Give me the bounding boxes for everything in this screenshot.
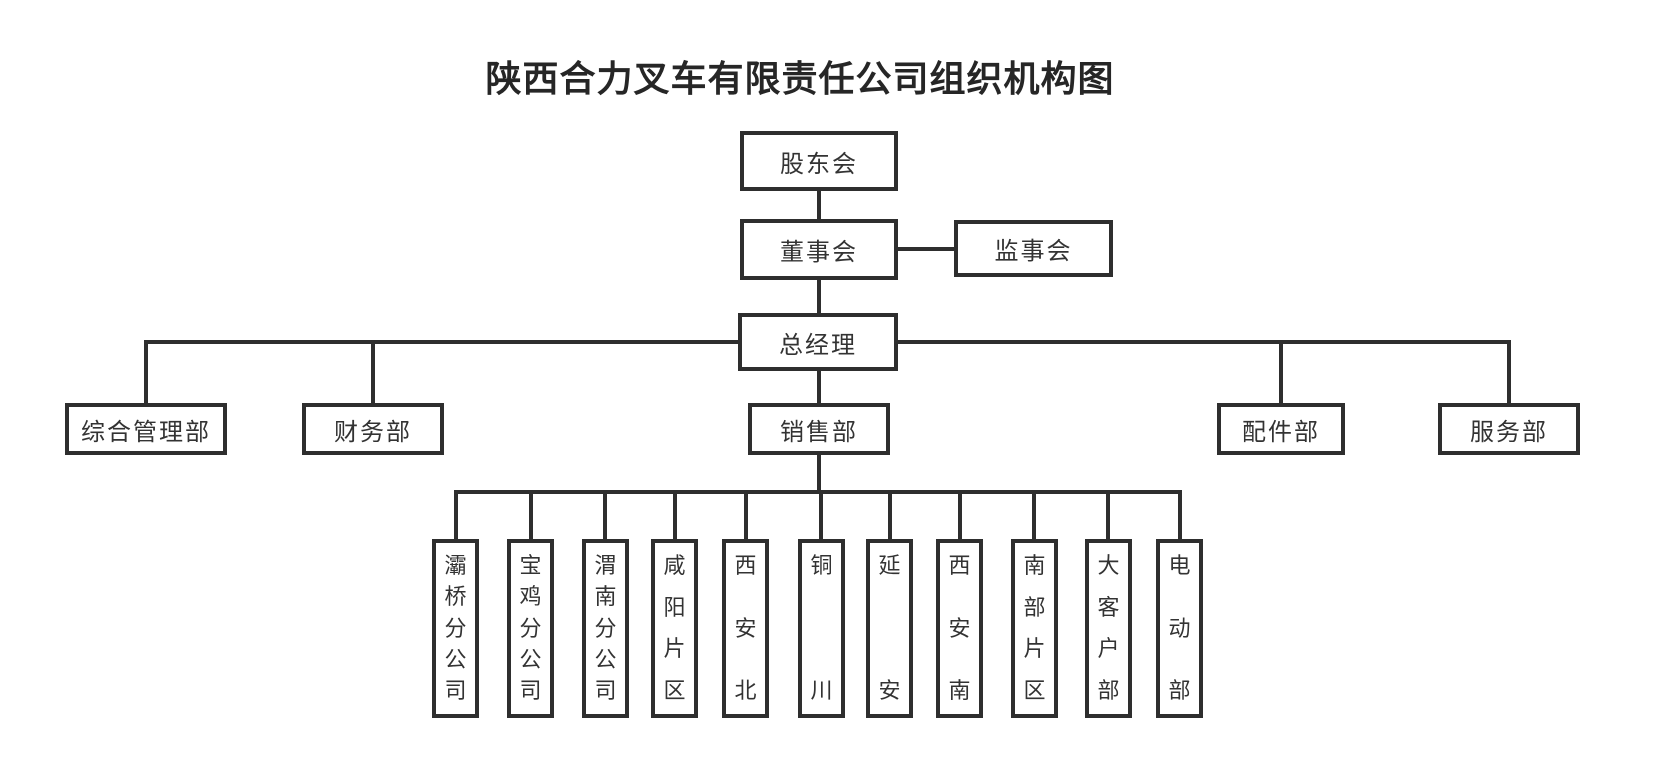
sales-unit-label: 西安北 [734, 553, 757, 703]
node-sales-unit-electric: 电动部 [1156, 539, 1203, 718]
connector-drop-unit-6 [819, 490, 823, 539]
connector-drop-unit-8 [958, 490, 962, 539]
node-shareholders: 股东会 [740, 131, 898, 191]
node-sales-unit-south-region: 南部片区 [1011, 539, 1058, 718]
node-dept-sales: 销售部 [748, 403, 890, 455]
sales-unit-label: 灞桥分公司 [444, 553, 467, 703]
node-sales-unit-xianyang: 咸阳片区 [651, 539, 698, 718]
connector-drop-service [1507, 340, 1511, 403]
connector-shareholders-board [817, 191, 821, 219]
connector-gm-sales [817, 371, 821, 403]
connector-drop-unit-9 [1032, 490, 1036, 539]
node-dept-admin: 综合管理部 [65, 403, 227, 455]
connector-gm-right-branch [898, 340, 1511, 344]
node-supervisory-board: 监事会 [954, 220, 1113, 277]
connector-drop-unit-11 [1178, 490, 1182, 539]
connector-drop-unit-1 [454, 490, 458, 539]
connector-board-supervisory [898, 247, 954, 251]
node-board-of-directors: 董事会 [740, 219, 898, 280]
sales-unit-label: 电动部 [1168, 553, 1191, 703]
sales-unit-label: 西安南 [948, 553, 971, 703]
connector-drop-unit-7 [888, 490, 892, 539]
node-sales-unit-yanan: 延安 [866, 539, 913, 718]
sales-unit-label: 大客户部 [1097, 553, 1120, 703]
node-sales-unit-xian-south: 西安南 [936, 539, 983, 718]
connector-drop-unit-4 [673, 490, 677, 539]
node-sales-unit-xian-north: 西安北 [722, 539, 769, 718]
node-sales-unit-weinan: 渭南分公司 [582, 539, 629, 718]
connector-drop-finance [371, 340, 375, 403]
node-dept-service: 服务部 [1438, 403, 1580, 455]
connector-sales-bus-stem [817, 455, 821, 490]
node-sales-unit-baoji: 宝鸡分公司 [507, 539, 554, 718]
node-general-manager: 总经理 [738, 313, 898, 371]
sales-unit-label: 渭南分公司 [594, 553, 617, 703]
node-dept-parts: 配件部 [1217, 403, 1345, 455]
node-dept-finance: 财务部 [302, 403, 444, 455]
node-sales-unit-tongchuan: 铜川 [798, 539, 845, 718]
node-sales-unit-key-accounts: 大客户部 [1085, 539, 1132, 718]
connector-gm-left-branch [144, 340, 738, 344]
connector-drop-unit-3 [603, 490, 607, 539]
sales-unit-label: 咸阳片区 [663, 553, 686, 703]
sales-unit-label: 铜川 [810, 553, 833, 703]
connector-drop-unit-2 [529, 490, 533, 539]
connector-drop-unit-5 [744, 490, 748, 539]
connector-drop-admin [144, 340, 148, 403]
connector-sales-bus [454, 490, 1182, 494]
sales-unit-label: 延安 [878, 553, 901, 703]
page-title: 陕西合力叉车有限责任公司组织机构图 [485, 58, 1115, 99]
sales-unit-label: 南部片区 [1023, 553, 1046, 703]
node-sales-unit-baqiao: 灞桥分公司 [432, 539, 479, 718]
sales-unit-label: 宝鸡分公司 [519, 553, 542, 703]
connector-drop-unit-10 [1106, 490, 1110, 539]
connector-board-gm [817, 280, 821, 313]
connector-drop-parts [1279, 340, 1283, 403]
